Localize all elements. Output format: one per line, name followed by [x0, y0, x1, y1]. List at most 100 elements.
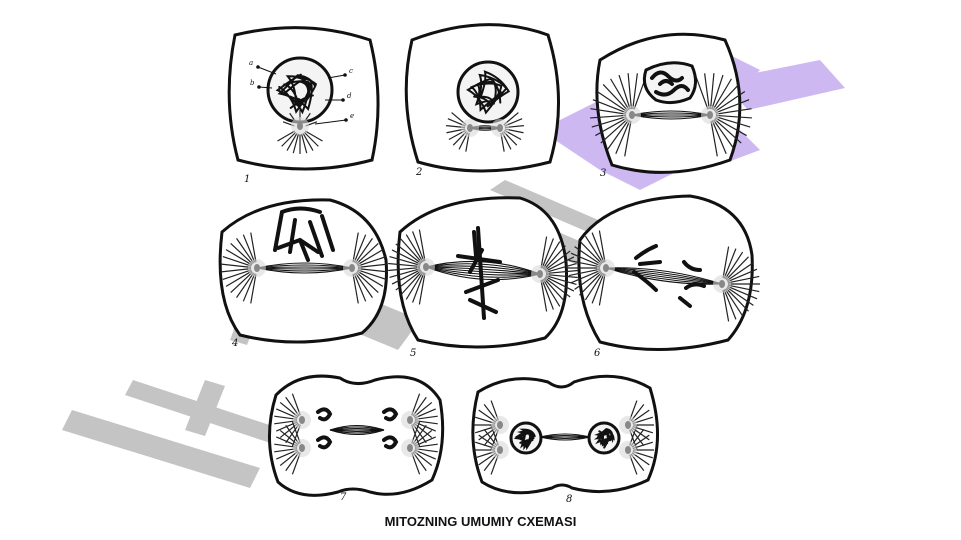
centrosome-halo: [293, 439, 311, 457]
centrosome-halo: [248, 259, 266, 277]
aster-ray: [542, 241, 561, 270]
aster-ray: [400, 238, 423, 263]
aster-ray: [727, 285, 758, 300]
aster-ray: [727, 284, 760, 293]
metaphase-plate-chromosomes: [456, 226, 502, 320]
stage-number: 4: [231, 338, 238, 349]
diagram-caption: MITOZNING UMUMIY CXEMASI: [384, 514, 577, 529]
stage-number: 3: [600, 168, 606, 179]
aster-ray: [568, 259, 601, 268]
pointer-dot: [257, 85, 261, 89]
aster-ray: [723, 289, 737, 320]
aster-ray: [727, 268, 758, 283]
aster-ray: [355, 242, 379, 265]
chromatin-threads: [466, 70, 511, 115]
aster-ray: [545, 256, 575, 272]
spindle-fiber: [425, 265, 541, 275]
part-letter: c: [349, 67, 353, 75]
aster-ray: [395, 270, 422, 291]
aster-ray: [354, 238, 373, 264]
aster-ray: [357, 263, 388, 268]
aster-ray: [225, 270, 253, 287]
aster-ray: [570, 252, 601, 267]
aster-ray: [222, 256, 252, 267]
aster-ray: [353, 273, 367, 302]
aster-ray: [221, 263, 252, 268]
spindle-fiber: [329, 429, 385, 436]
centrosome-halo: [343, 259, 361, 277]
aster-ray: [711, 74, 724, 110]
aster-ray: [544, 250, 571, 271]
part-letter: b: [250, 79, 255, 87]
aster-ray: [598, 230, 606, 263]
cell-membrane: [268, 374, 445, 497]
aster-ray: [303, 131, 319, 147]
aster-ray: [354, 272, 373, 298]
aster-ray: [400, 271, 423, 296]
aster-ray: [715, 116, 751, 128]
chromosomes: [273, 206, 335, 262]
spindle-fiber: [605, 267, 723, 285]
aster-ray: [725, 287, 749, 312]
aster-ray: [584, 272, 604, 301]
aster-ray: [250, 273, 257, 304]
aster-ray: [574, 270, 602, 290]
cell-2-early-prophase: 2: [404, 23, 560, 178]
aster-ray: [540, 236, 548, 269]
aster-ray: [724, 288, 744, 317]
centrosome-halo: [623, 106, 641, 124]
aster-ray: [713, 84, 740, 112]
aster-ray: [727, 275, 760, 284]
aster-ray: [286, 132, 298, 151]
spindle-fiber: [425, 263, 541, 275]
aster-ray: [545, 276, 575, 292]
aster-ray: [591, 232, 605, 263]
aster-ray: [302, 132, 314, 151]
aster-ray: [391, 269, 421, 285]
aster-ray: [221, 268, 252, 273]
aster-ray: [389, 255, 421, 266]
aster-ray: [709, 73, 715, 110]
aster-ray: [545, 269, 578, 275]
aster-ray: [412, 272, 425, 303]
aster-ray: [352, 232, 359, 263]
aster-ray: [591, 116, 627, 128]
aster-ray: [540, 279, 548, 312]
stage-number: 8: [566, 494, 572, 505]
centrosome-halo: [597, 259, 615, 277]
part-letter: e: [350, 112, 354, 120]
aster-ray: [602, 84, 629, 112]
aster-ray: [230, 271, 254, 294]
spindle-fiber: [605, 267, 723, 285]
aster-ray: [541, 238, 554, 269]
centrosome-halo: [291, 117, 309, 135]
pointer-dot: [256, 65, 260, 69]
centrosome-halo: [491, 441, 509, 459]
aster-ray: [355, 271, 379, 294]
centrosome-halo: [293, 411, 311, 429]
spindle-fiber: [256, 262, 353, 269]
spindle-fiber: [256, 264, 353, 269]
aster-ray: [712, 119, 735, 150]
centrosome-halo: [713, 275, 731, 293]
stage-number: 7: [340, 492, 347, 503]
aster-ray: [726, 286, 754, 306]
aster-ray: [704, 73, 710, 110]
aster-ray: [710, 120, 718, 157]
centrosome-halo: [491, 119, 509, 137]
aster-ray: [715, 108, 752, 115]
aster-ray: [574, 246, 602, 266]
daughter-nucleus-left: [509, 421, 543, 455]
pointer-line: [257, 66, 277, 75]
spindle-fiber: [605, 267, 723, 285]
centrosome-halo: [491, 416, 509, 434]
stage-number: 5: [410, 348, 416, 359]
aster-ray: [579, 271, 603, 296]
cell-4-prometaphase: 4: [218, 198, 388, 349]
pointer-line: [258, 86, 273, 89]
aster-ray: [714, 91, 746, 113]
daughter-chromosome-groups: [316, 407, 399, 450]
aster-ray: [595, 117, 628, 137]
aster-ray: [395, 243, 422, 264]
